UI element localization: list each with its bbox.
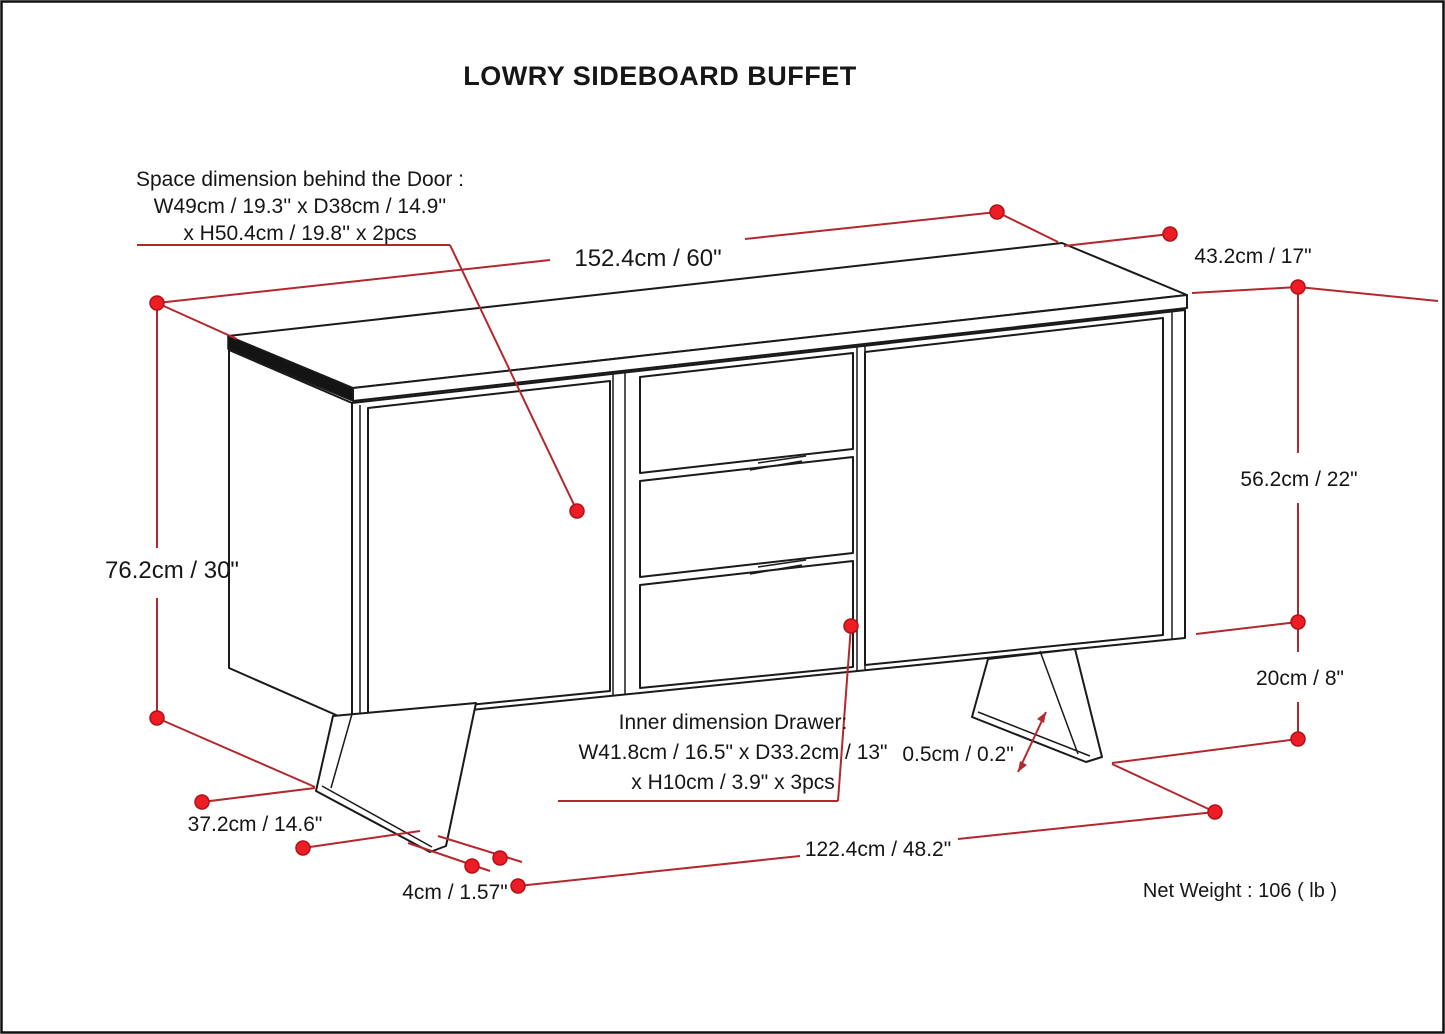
label-net-weight: Net Weight : 106 ( lb ) (1143, 880, 1337, 902)
dimension-dot (1290, 614, 1306, 630)
door-left (367, 380, 611, 716)
label-door-panel-height: 56.2cm / 22" (1240, 468, 1357, 491)
dimension-dot (569, 503, 585, 519)
note-door-space-line1: Space dimension behind the Door : (136, 168, 464, 191)
note-door-space-line3: x H50.4cm / 19.8'' x 2pcs (183, 222, 416, 245)
dimension-dot (194, 794, 210, 810)
drawer-top (639, 352, 854, 474)
door-right (864, 317, 1164, 666)
label-overall-depth: 43.2cm / 17" (1194, 245, 1311, 268)
dimension-dot (464, 858, 480, 874)
drawer-notch (757, 455, 807, 464)
drawer-notch (749, 564, 803, 575)
label-leg-plate-thickness: 0.5cm / 0.2" (902, 743, 1013, 766)
dimension-dot (1207, 804, 1223, 820)
dimension-dot (843, 618, 859, 634)
note-drawer-space-line1: Inner dimension Drawer: (619, 711, 848, 734)
label-overall-width: 152.4cm / 60" (574, 245, 721, 272)
dimension-dot (1290, 731, 1306, 747)
dimension-dot (1290, 279, 1306, 295)
drawer-notch (757, 559, 807, 568)
note-drawer-space-line2: W41.8cm / 16.5" x D33.2cm / 13" (578, 741, 887, 764)
note-door-space-line2: W49cm / 19.3'' x D38cm / 14.9'' (154, 195, 447, 218)
label-overall-height: 76.2cm / 30" (105, 557, 239, 584)
leg-right (971, 648, 1103, 763)
drawer-notch (749, 460, 803, 471)
page-title: LOWRY SIDEBOARD BUFFET (463, 61, 857, 91)
dimension-dot (492, 850, 508, 866)
dimension-dots (149, 204, 1306, 894)
cabinet-top-edge-front (352, 294, 1188, 402)
dimension-lines (137, 211, 1439, 887)
label-leg-inset: 4cm / 1.57" (402, 881, 508, 904)
cabinet-left-panel (228, 349, 353, 723)
dimension-dot (295, 840, 311, 856)
labels: Space dimension behind the Door : W49cm … (105, 168, 1358, 904)
label-leg-height: 20cm / 8" (1256, 667, 1344, 690)
dimension-dot (1162, 226, 1178, 242)
dimension-dot (989, 204, 1005, 220)
note-drawer-space-line3: x H10cm / 3.9" x 3pcs (631, 771, 835, 794)
dimension-dot (149, 295, 165, 311)
sideboard-drawing (227, 242, 1188, 853)
leg-left (315, 702, 477, 853)
label-leg-footprint-depth: 37.2cm / 14.6" (188, 813, 323, 836)
label-leg-span: 122.4cm / 48.2" (805, 838, 951, 861)
dimension-dot (510, 878, 526, 894)
dimension-dot (149, 710, 165, 726)
